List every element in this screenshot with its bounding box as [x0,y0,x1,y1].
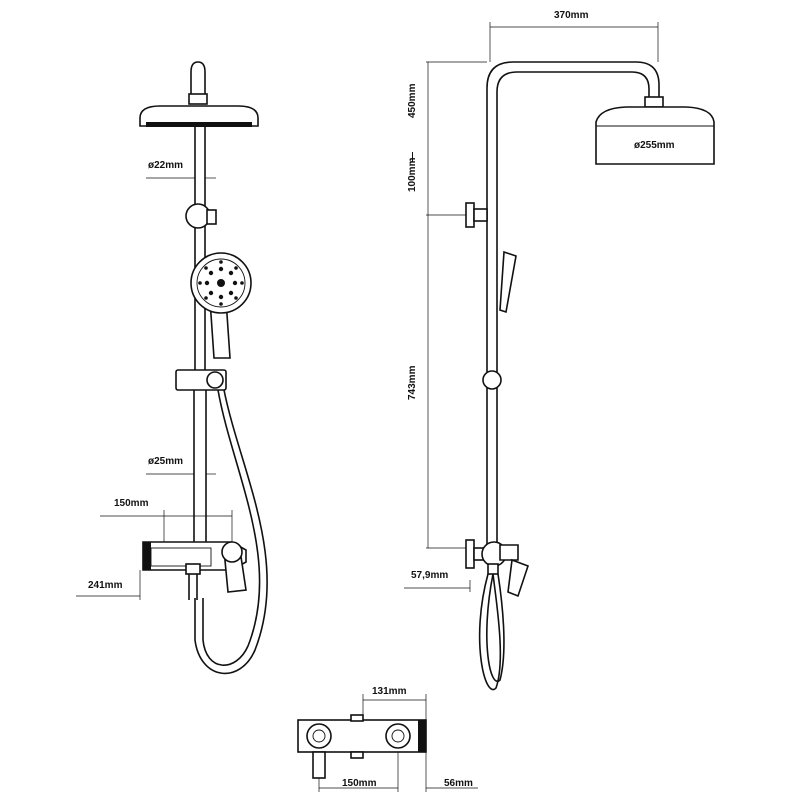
bottom-dim-centers: 150mm [342,778,377,789]
bottom-mixer-top-stub [350,714,364,722]
bottom-dim-depth: 56mm [444,778,473,789]
side-hand-shower [499,250,517,314]
front-view: ø22mm ø25mm 150mm 241mm [76,61,268,675]
side-dim-top-height: 450mm [407,83,418,118]
front-dim-mixer-width: 150mm [114,498,149,509]
side-pipe-outer [486,61,660,548]
bottom-lever [312,751,326,779]
side-upper-wall-bracket [465,202,475,228]
front-mixer-outlet [185,563,201,575]
front-rain-head [139,105,259,127]
side-slider-knob [482,370,502,390]
front-hose-outer [194,389,268,675]
front-mixer-knob [221,541,243,563]
side-rain-head [595,106,715,165]
side-hose-outer [478,573,502,691]
side-dim-arm-reach: 370mm [554,10,589,21]
front-hand-shower-nozzles [198,260,244,306]
bottom-view: 131mm 150mm 56mm [297,686,478,792]
front-diverter-lever [206,209,217,225]
side-mixer-body [499,544,519,561]
front-hand-shower-face [196,258,246,308]
side-hose-inner [486,573,505,683]
side-dim-rail-height: 743mm [407,365,418,400]
bottom-mixer-bottom-stub [350,751,364,759]
front-mixer-center [150,547,212,567]
side-view: 370mm 450mm — 100mm 743mm ø255mm 57,9mm [404,10,715,691]
front-dim-mixer-height: 241mm [88,580,123,591]
side-mixer-outlet [487,563,499,575]
bottom-left-valve [306,723,332,749]
side-dim-separator: — [407,152,418,162]
bottom-mixer-right-cap [418,720,426,752]
front-dim-diameter-top: ø22mm [148,160,183,171]
side-dimension-lines [404,22,659,592]
bottom-right-valve-inner [391,729,405,743]
front-rain-head-nozzles [146,122,252,127]
side-lower-wall-bracket [465,539,475,569]
front-slider-knob [206,371,224,389]
side-upper-bracket-arm [473,208,488,222]
side-pipe-inner [496,71,650,548]
front-top-stub [190,61,206,104]
side-head-nut [644,96,664,108]
side-mixer-lever [507,558,530,598]
front-head-nut [188,93,208,105]
side-dim-arm-drop: 100mm [407,157,418,192]
front-dimension-lines [76,177,233,600]
front-mixer-left-cap [143,542,151,570]
front-hose-inner [202,389,261,666]
front-dim-diameter-bottom: ø25mm [148,456,183,467]
bottom-dimension-lines [318,694,478,792]
bottom-right-valve [385,723,411,749]
bottom-left-valve-inner [312,729,326,743]
bottom-dim-spout-width: 131mm [372,686,407,697]
side-dim-wall-offset: 57,9mm [411,570,448,581]
side-dim-head-diameter: ø255mm [634,140,675,151]
